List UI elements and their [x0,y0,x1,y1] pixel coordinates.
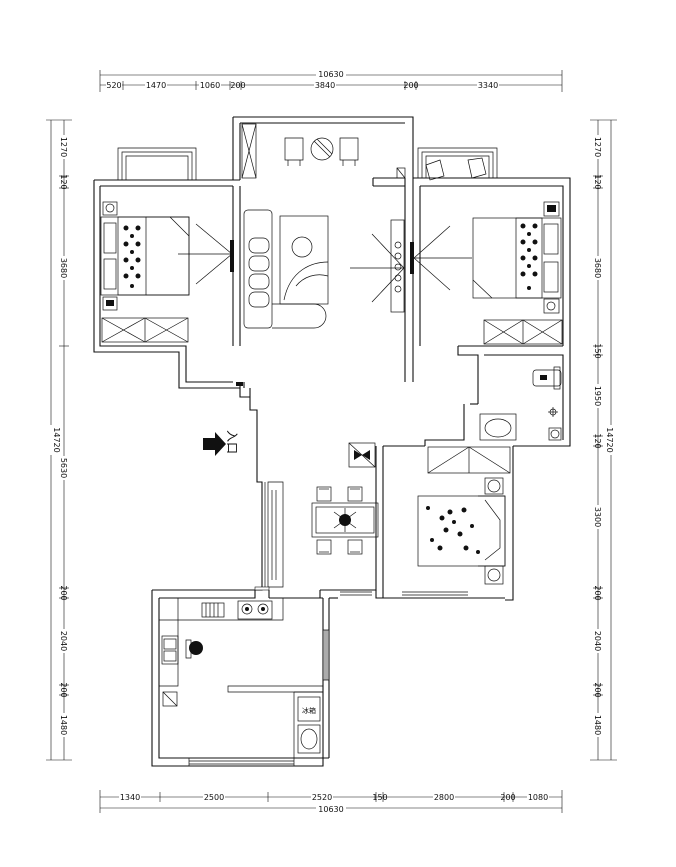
kitchen-sink [161,635,179,665]
toilet [532,366,562,390]
left-dim-6: 2040 [59,631,68,651]
right-dim-6: 120 [593,433,602,448]
top-total-dim: 10630 [318,70,343,79]
right-dim-9: 2040 [593,631,602,651]
left-dim-5: 200 [59,585,68,600]
living-room [243,209,405,329]
entrance-arrow-icon [203,432,226,456]
bottom-total-dim: 10630 [318,805,343,814]
left-dim-7: 200 [59,682,68,697]
fridge-label: 冰箱 [302,706,316,715]
bed [417,495,506,567]
nightstand-top [543,201,560,217]
left-dim-4: 5630 [59,458,68,478]
fridge: 冰箱 [297,696,321,722]
right-dim-10: 200 [593,682,602,697]
washbasin [479,413,517,441]
top-balcony [241,123,406,179]
bed [100,216,190,296]
washing-machine [297,724,321,754]
tv-cabinet [390,219,405,313]
left-dim-8: 1480 [59,715,68,735]
bottom-dim-3: 2520 [312,793,332,802]
lounge-chair-left [284,137,304,166]
nightstand-top [102,201,118,216]
left-total-dim: 14720 [52,427,61,452]
top-dim-7: 3340 [478,81,498,90]
door-markers [236,382,270,591]
nightstand-bottom [543,298,560,314]
table-centerpiece [333,508,357,532]
bathroom [479,366,562,441]
wardrobe [427,446,511,474]
bottom-dim-4: 150 [372,793,387,802]
stove [237,600,273,620]
balcony-chairs [425,157,487,181]
top-dim-1: 520 [106,81,121,90]
top-dim-2: 1470 [146,81,166,90]
shoe-cabinet [348,442,376,468]
water-heater [185,639,203,659]
left-dim-3: 3680 [59,258,68,278]
door-swing [410,225,472,291]
top-dim-4: 200 [230,81,245,90]
door-swing-living [350,233,405,303]
left-dim-1: 1270 [59,137,68,157]
right-dimension-chain: 1270 120 3680 150 1950 120 3300 200 2040… [590,119,617,761]
door-swing [178,223,234,285]
shower [548,407,558,417]
bottom-dim-7: 1080 [528,793,548,802]
right-dim-7: 3300 [593,507,602,527]
bottom-dim-5: 2800 [434,793,454,802]
right-dim-4: 150 [593,343,602,358]
left-bedroom [100,201,234,343]
dining-table [311,502,379,538]
round-table [310,137,334,161]
right-dim-3: 3680 [593,258,602,278]
entrance-label: 入口 [225,430,239,454]
right-dim-1: 1270 [593,137,602,157]
left-dim-2: 120 [59,174,68,189]
top-dimension-chain: 10630 520 1470 1060 200 3840 200 3340 [99,70,563,92]
right-bedroom [410,157,563,345]
nightstand-top [484,477,504,495]
right-dim-5: 1950 [593,386,602,406]
right-dim-8: 200 [593,585,602,600]
wardrobe [101,317,189,343]
lounge-chair-right [339,137,359,166]
bottom-dim-6: 200 [500,793,515,802]
bottom-dim-2: 2500 [204,793,224,802]
coffee-table [279,215,329,305]
right-total-dim: 14720 [605,427,614,452]
nightstand-bottom [102,296,118,311]
bed [472,217,562,299]
top-dim-3: 1060 [200,81,220,90]
top-dim-6: 200 [403,81,418,90]
nightstand-bottom [484,565,504,585]
wardrobe [483,319,563,345]
kitchen: 冰箱 [161,600,321,754]
top-dim-5: 3840 [315,81,335,90]
right-dim-11: 1480 [593,715,602,735]
walls [93,116,571,767]
bottom-dim-1: 1340 [120,793,140,802]
sofa [243,209,327,329]
right-dim-2: 120 [593,174,602,189]
left-dimension-chain: 14720 1270 120 3680 5630 200 2040 200 14… [45,119,72,761]
range-hood [201,602,225,618]
bottom-dimension-chain: 1340 2500 2520 150 2800 200 1080 10630 [99,790,563,814]
lower-bedroom [417,446,511,585]
dining-area [311,486,379,555]
entrance: 入口 [203,430,376,468]
